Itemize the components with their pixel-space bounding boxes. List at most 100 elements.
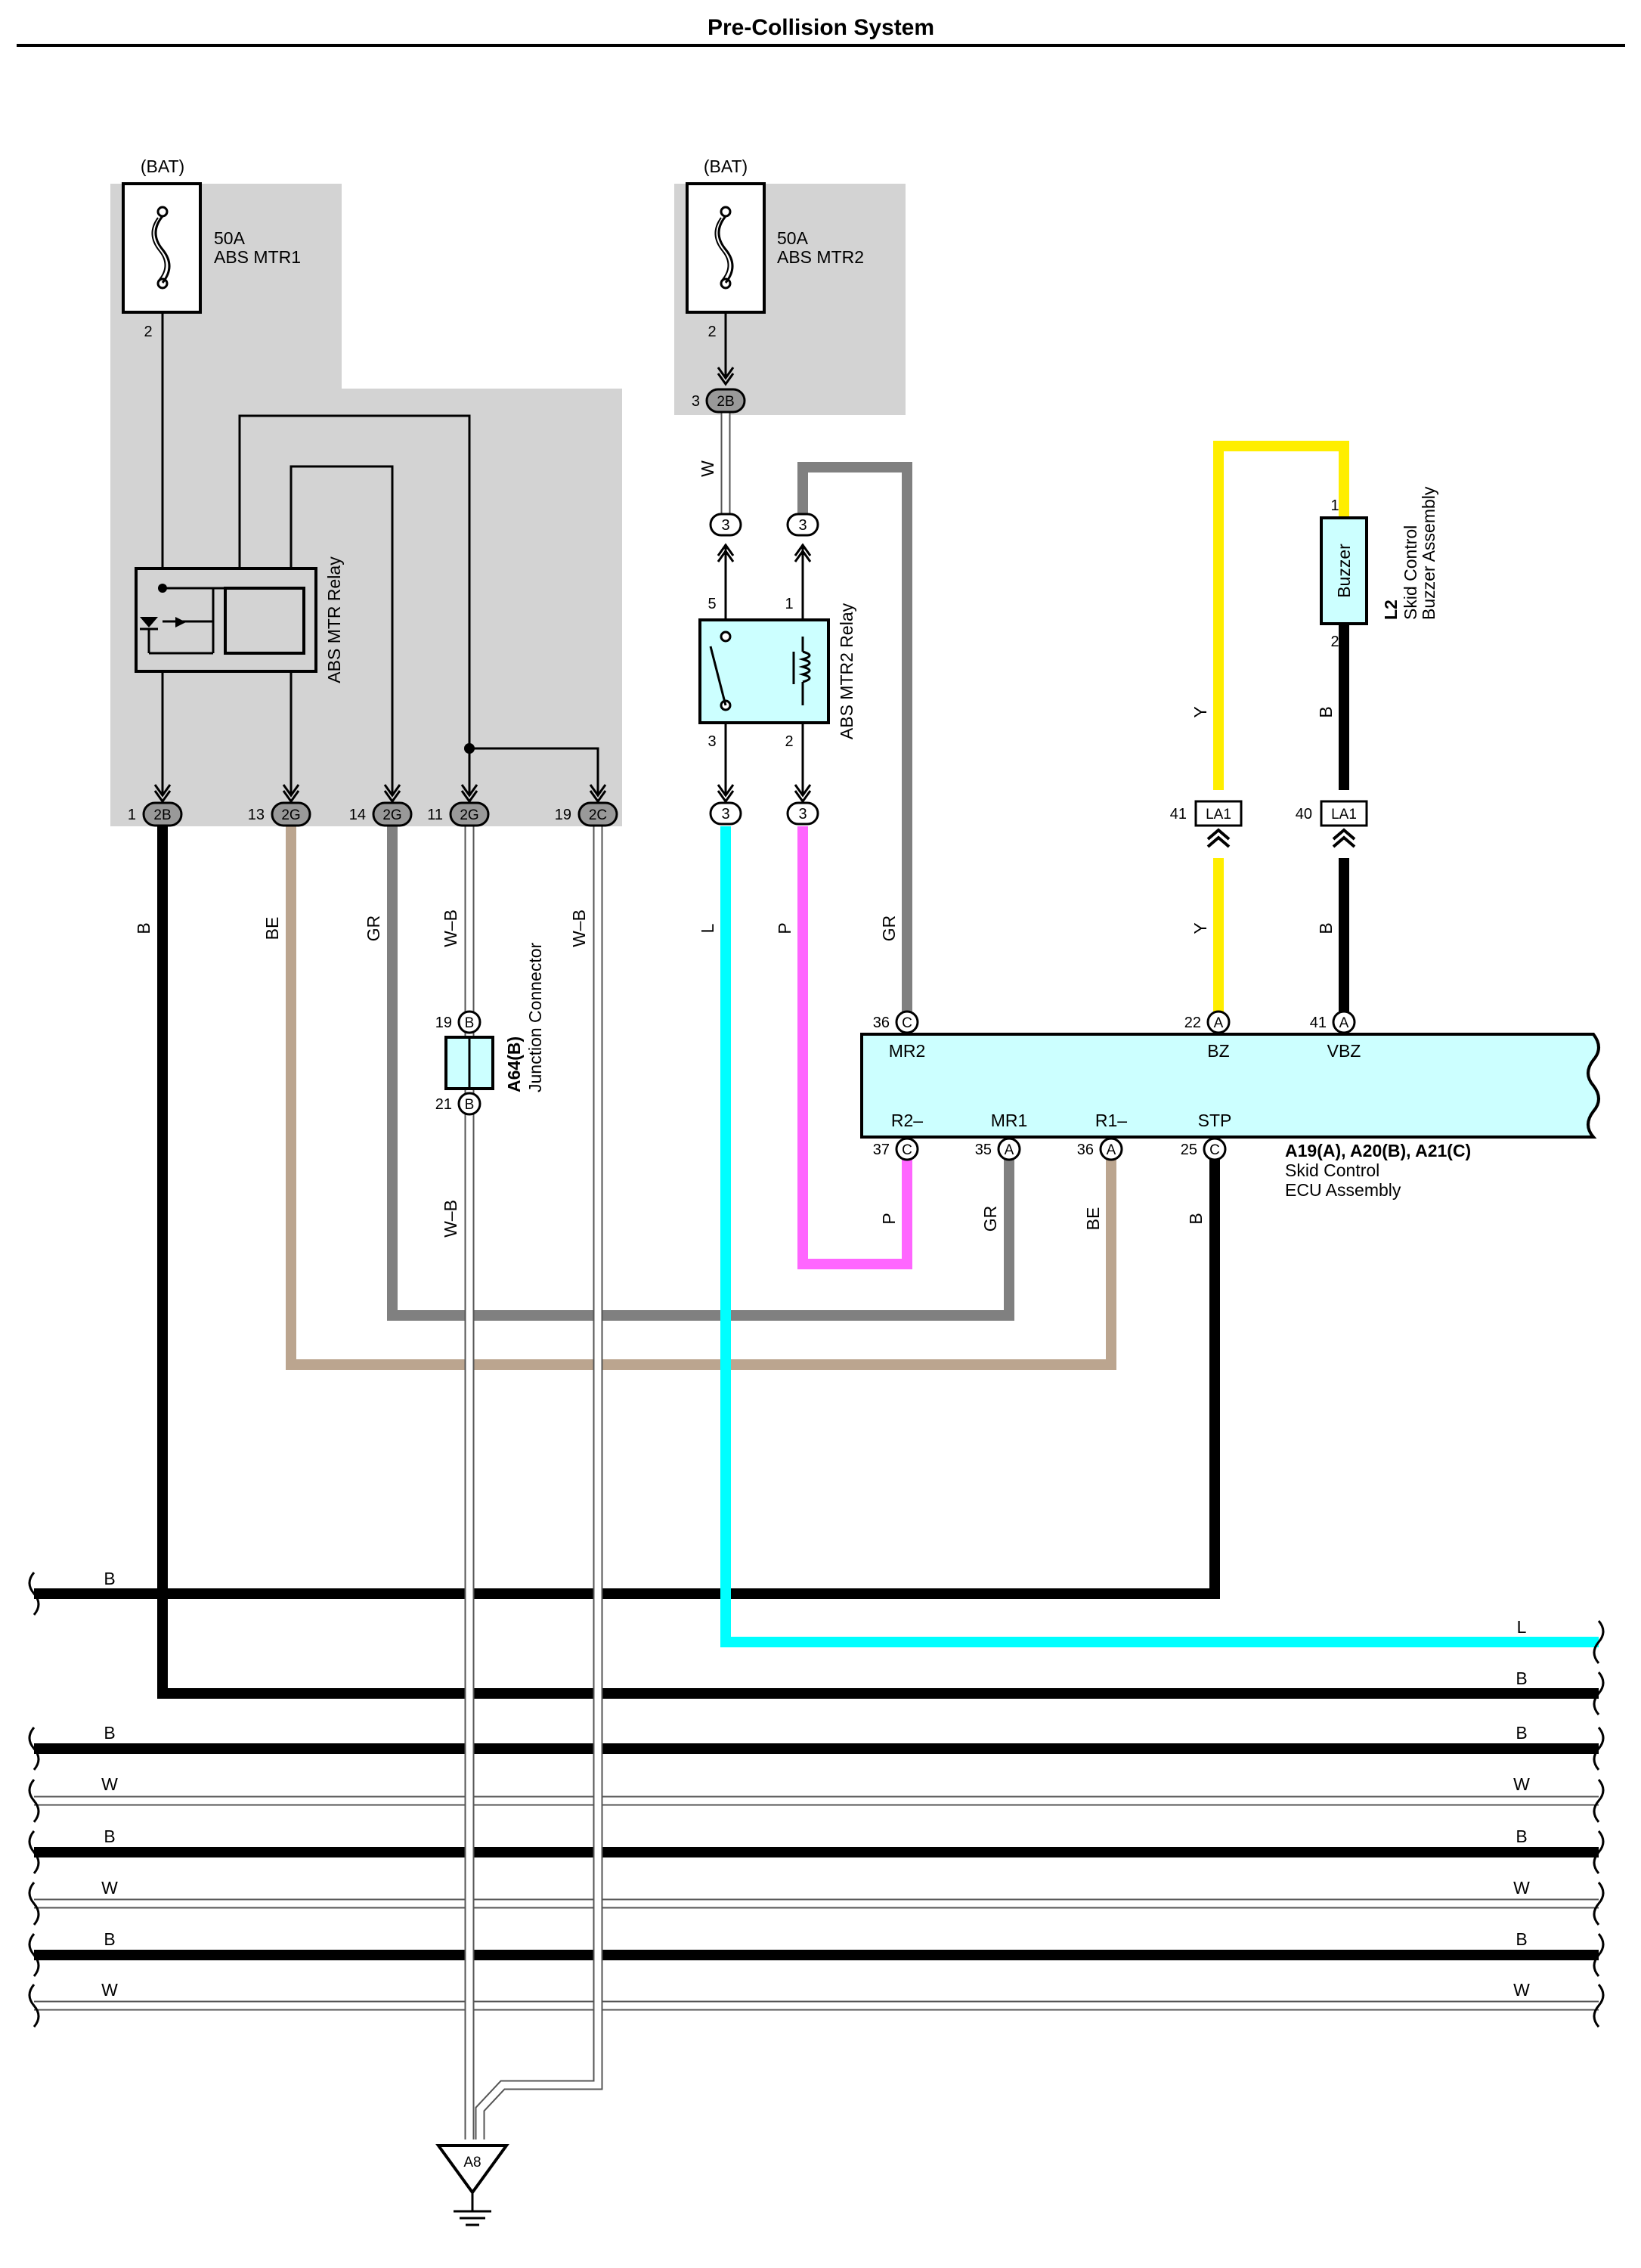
ecu-top-label-1: MR2 [889,1041,926,1061]
junction-id: A64(B) [504,1036,524,1092]
box1-connector-3: 2G 14 [349,784,413,827]
buzzer-id: L2 [1381,600,1401,620]
buzzer-assembly [1320,516,1368,625]
bus-label-b-main-right: B [1516,1668,1527,1688]
ecu-top-label-2: BZ [1207,1041,1229,1061]
relay2-conn-bottom-right: 3 [798,806,807,823]
relay2-connectors-top: 3 3 [709,513,819,562]
fuse2-pin: 2 [707,324,716,340]
bus-label-l-right: L [1517,1617,1527,1637]
bus-label-b1-right: B [1516,1723,1527,1743]
ground-point [435,2144,509,2226]
relay2-conn-top-right: 3 [798,517,807,534]
ecu-bottom-pin-2: 35 [975,1142,992,1158]
box2-conn-pin: 3 [692,393,700,410]
la1-connector-left: LA1 41 [1170,800,1243,848]
box1-conn-2-pin: 13 [248,807,265,823]
bus-break-marks-right [1593,1620,1605,2028]
relay2-conn-top-left: 3 [721,517,729,534]
la1-right-id: LA1 [1331,807,1357,823]
wire-label-y-top: Y [1190,706,1210,717]
bus-label-b3-left: B [104,1929,115,1949]
wire-be [286,826,1116,1370]
bus-label-b-stp-left: B [104,1569,115,1588]
bus-label-w2-left: W [101,1878,118,1898]
relay2-conn-bottom-left: 3 [721,806,729,823]
ecu-name-1: Skid Control [1285,1160,1379,1180]
relay2-pin-5: 5 [707,596,716,612]
junction-connector: B B [444,1010,494,1116]
wire-label-l: L [698,923,717,933]
relay1-label: ABS MTR Relay [324,556,344,683]
ecu-bottom-label-2: MR1 [991,1111,1028,1130]
wire-label-be: BE [262,917,282,940]
fuse1-pin: 2 [144,324,152,340]
bus-b-main [157,826,1599,1699]
ecu-bottom-pin-4: 25 [1181,1142,1197,1158]
relay2-connectors-bottom: 3 3 [709,784,819,826]
ecu-top-label-3: VBZ [1327,1041,1361,1061]
ecu-bottom-label-4: STP [1198,1111,1232,1130]
fuse2-name: ABS MTR2 [777,247,864,267]
wire-label-wb-right: W–B [569,909,589,947]
bus-label-w1-left: W [101,1774,118,1794]
buzzer-name-1: Skid Control [1401,525,1420,620]
fuse2-amp: 50A [777,228,809,248]
fuse1-source: (BAT) [141,156,184,176]
wire-label-b-buzzer-bottom: B [1316,922,1336,934]
wire-relay1-internal-b [289,465,394,795]
wire-label-wb-top: W–B [441,909,460,947]
wire-p [797,826,912,1269]
bus-break-marks-left [28,1572,40,2028]
box2-connector: 2B 3 [692,367,746,414]
ecu-top-conn-1: C [902,1015,912,1031]
bus-label-w3-right: W [1513,1980,1530,2000]
wire-label-p-bottom: P [879,1213,899,1224]
box1-connector-1: 2B 1 [128,784,183,827]
wire-y-top [1213,441,1349,790]
box1-conn-4-pin: 11 [427,807,443,823]
bus-label-b2-right: B [1516,1826,1527,1846]
ecu-top-pin-3: 41 [1310,1015,1327,1031]
box1-connector-5: 2C 19 [555,784,618,827]
skid-control-ecu [860,1010,1600,1161]
bus-label-b3-right: B [1516,1929,1527,1949]
la1-left-pin: 41 [1170,806,1187,823]
bus-label-w2-right: W [1513,1878,1530,1898]
box1-conn-3-id: 2G [382,807,401,823]
bus-b-stp [34,1158,1220,1599]
buzzer-pin-2: 2 [1330,634,1339,650]
wire-gr-mr2 [797,462,912,1012]
wire-label-be-bottom: BE [1083,1207,1103,1231]
ecu-bottom-conn-2: A [1005,1142,1014,1158]
box1-connector-2: 2G 13 [248,784,311,827]
bus-l [720,826,1599,1647]
wire-label-b-buzzer-top: B [1316,706,1336,717]
box1-conn-1-pin: 1 [128,807,136,823]
page-title: Pre-Collision System [707,15,934,40]
junction-pin-bottom: 21 [435,1096,452,1113]
ecu-top-conn-2: A [1214,1015,1224,1031]
buzzer-pin-1: 1 [1330,497,1339,514]
wire-2c-internal [469,747,599,795]
wire-label-gr-left: GR [364,916,383,942]
wire-label-wb-bottom: W–B [441,1200,460,1238]
fuse-abs-mtr1: (BAT) 50A ABS MTR1 2 [122,156,301,340]
junction-name: Junction Connector [525,942,545,1092]
box1-conn-5-pin: 19 [555,807,571,823]
abs-mtr2-relay [698,618,830,724]
box1-connector-4: 2G 11 [427,743,490,827]
box1-conn-2-id: 2G [281,807,300,823]
wire-label-b-main: B [134,922,153,934]
wire-label-gr-bottom: GR [980,1206,1000,1232]
relay2-label: ABS MTR2 Relay [837,603,856,739]
junction-conn-top: B [465,1015,475,1031]
box1-conn-5-id: 2C [589,807,607,823]
ground-id: A8 [463,2155,481,2170]
ecu-bottom-conn-1: C [902,1142,912,1158]
buzzer-label: Buzzer [1334,544,1354,598]
bus-label-w1-right: W [1513,1774,1530,1794]
ecu-bottom-conn-3: A [1107,1142,1116,1158]
relay2-pin-3: 3 [707,733,716,750]
fuse1-name: ABS MTR1 [214,247,301,267]
